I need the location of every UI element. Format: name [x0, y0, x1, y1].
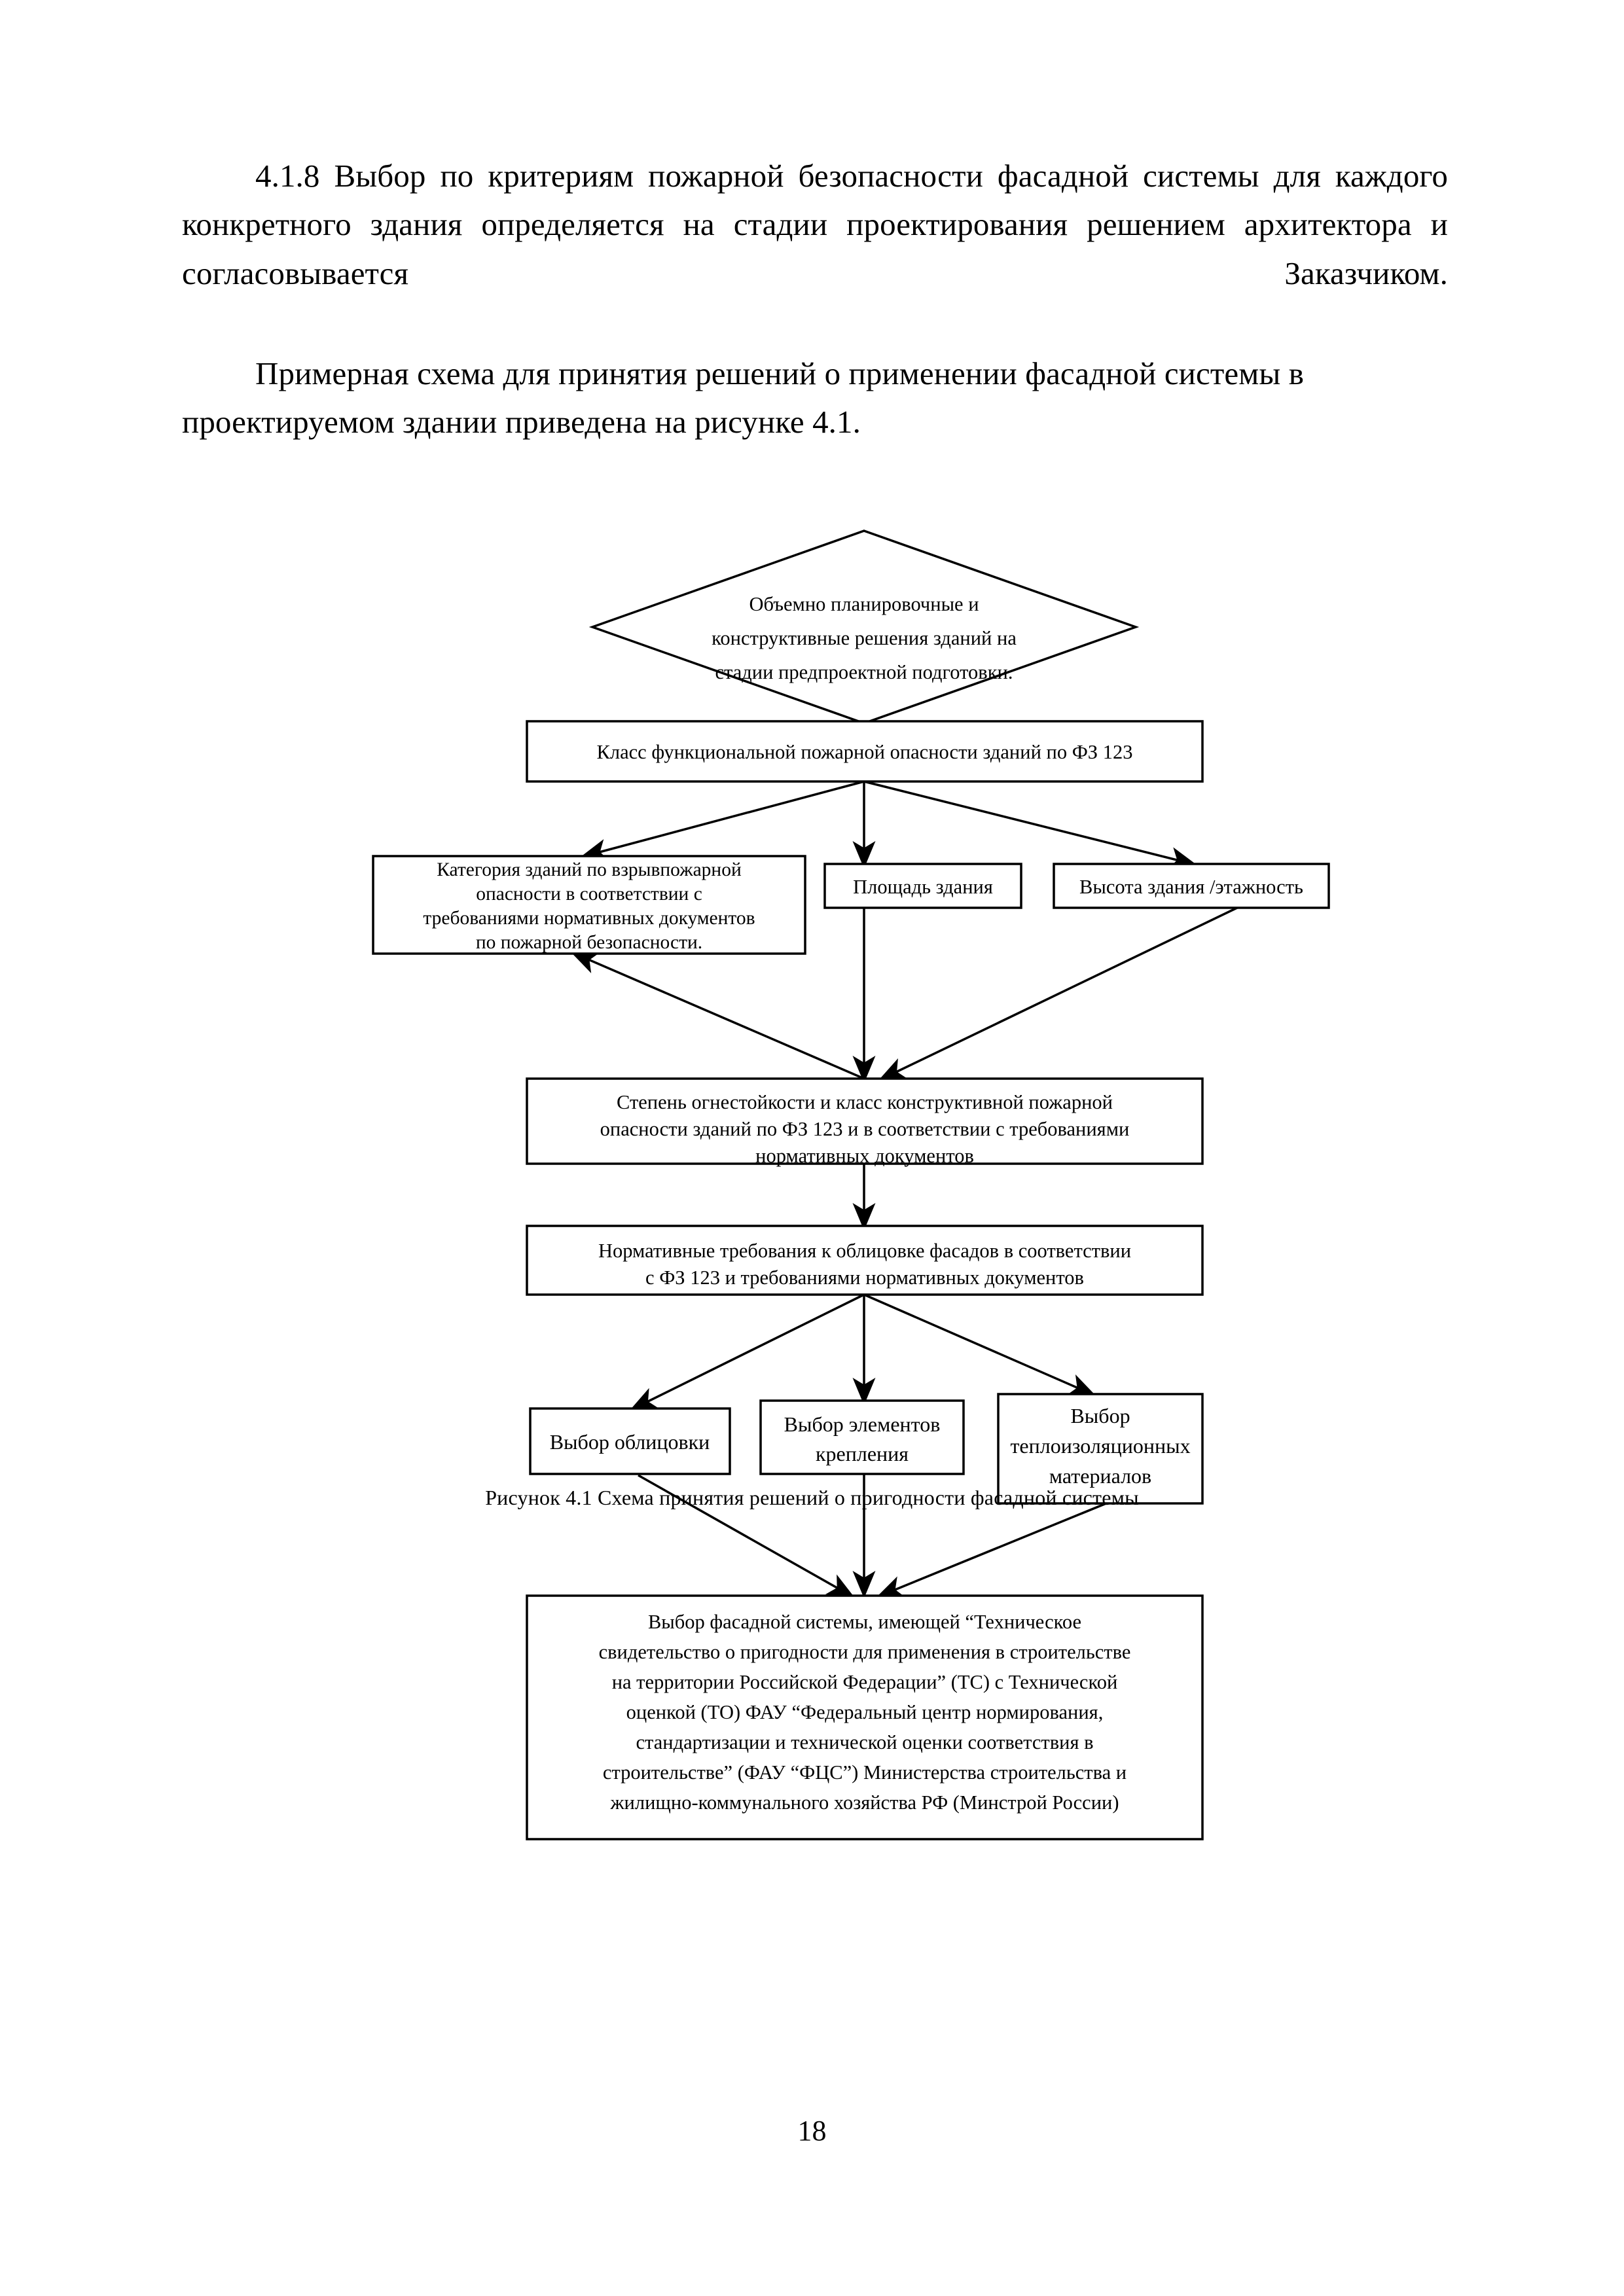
- node-choice-cladding-shape: [529, 1407, 731, 1475]
- node-fire-resistance-line-2: опасности зданий по ФЗ 123 и в соответст…: [600, 1118, 1130, 1140]
- flowchart-figure: Объемно планировочные и конструктивные р…: [0, 419, 1624, 1892]
- node-choice-insulation-line-1: Выбор: [1070, 1404, 1130, 1427]
- body-text-block: 4.1.8 Выбор по критериям пожарной безопа…: [182, 152, 1448, 447]
- node-choice-fasteners-line-1: Выбор элементов: [784, 1412, 941, 1436]
- node-final-selection-line-3: на территории Российской Федерации” (ТС)…: [612, 1671, 1118, 1693]
- node-class-shape: [526, 720, 1204, 783]
- figure-caption: Рисунок 4.1 Схема принятия решений о при…: [485, 1486, 1139, 1509]
- node-decision-line-3: стадии предпроектной подготовки.: [715, 661, 1013, 683]
- node-final-selection-line-7: жилищно-коммунального хозяйства РФ (Минс…: [609, 1791, 1119, 1814]
- node-choice-fasteners-shape: [759, 1399, 965, 1475]
- node-category-line-3: требованиями нормативных документов: [423, 908, 755, 929]
- node-decision-line-1: Объемно планировочные и: [749, 593, 979, 615]
- node-height-label: Высота здания /этажность: [1079, 876, 1303, 898]
- connector-class-to-category: [580, 780, 865, 861]
- node-category-line-4: по пожарной безопасности.: [476, 932, 702, 953]
- node-final-selection-line-6: строительстве” (ФАУ “ФЦС”) Министерства …: [603, 1761, 1127, 1784]
- node-final-selection-line-2: свидетельство о пригодности для применен…: [599, 1641, 1131, 1663]
- node-area-label: Площадь здания: [853, 876, 993, 898]
- connector-height-to-resistance: [878, 906, 1238, 1081]
- connector-insulation-to-final: [876, 1502, 1107, 1598]
- node-choice-insulation-line-2: теплоизоляционных: [1010, 1434, 1190, 1458]
- connector-class-to-height: [863, 780, 1197, 870]
- page-number: 18: [797, 2115, 827, 2147]
- node-fire-resistance-line-3: нормативных документов: [755, 1145, 974, 1167]
- node-decision-line-2: конструктивные решения зданий на: [712, 627, 1017, 649]
- node-choice-insulation-line-3: материалов: [1049, 1464, 1151, 1488]
- flowchart-svg: Объемно планировочные и конструктивные р…: [372, 529, 1330, 1840]
- node-category-shape: [372, 855, 806, 955]
- node-fire-resistance-shape: [526, 1077, 1204, 1165]
- node-facade-requirements-shape: [526, 1225, 1204, 1296]
- connector-category-to-resistance: [570, 952, 865, 1080]
- node-facade-requirements-line-1: Нормативные требования к облицовке фасад…: [598, 1240, 1131, 1262]
- node-choice-fasteners-line-2: крепления: [816, 1442, 909, 1465]
- node-facade-requirements-line-2: с ФЗ 123 и требованиями нормативных доку…: [645, 1266, 1084, 1289]
- node-final-selection-line-4: оценкой (ТО) ФАУ “Федеральный центр норм…: [626, 1701, 1104, 1723]
- node-category-line-1: Категория зданий по взрывпожарной: [437, 859, 742, 880]
- connector-cladding-to-final: [638, 1474, 856, 1598]
- node-final-selection-line-1: Выбор фасадной системы, имеющей “Техниче…: [648, 1611, 1081, 1633]
- node-choice-cladding-label: Выбор облицовки: [550, 1430, 710, 1454]
- node-choice-insulation-shape: [997, 1393, 1204, 1505]
- node-class-label: Класс функциональной пожарной опасности …: [597, 741, 1133, 763]
- paragraph-4-1-8: 4.1.8 Выбор по критериям пожарной безопа…: [182, 158, 1448, 291]
- node-final-selection-line-5: стандартизации и технической оценки соот…: [636, 1731, 1093, 1753]
- node-final-selection-shape: [526, 1594, 1204, 1840]
- node-area-shape: [823, 863, 1022, 909]
- connector-requirements-to-cladding: [629, 1293, 865, 1411]
- node-height-shape: [1053, 863, 1330, 909]
- paragraph-scheme-reference: Примерная схема для принятия решений о п…: [182, 355, 1304, 440]
- node-category-line-2: опасности в соответствии с: [476, 884, 702, 905]
- connector-requirements-to-insulation: [863, 1293, 1096, 1396]
- node-fire-resistance-line-1: Степень огнестойкости и класс конструкти…: [617, 1091, 1113, 1113]
